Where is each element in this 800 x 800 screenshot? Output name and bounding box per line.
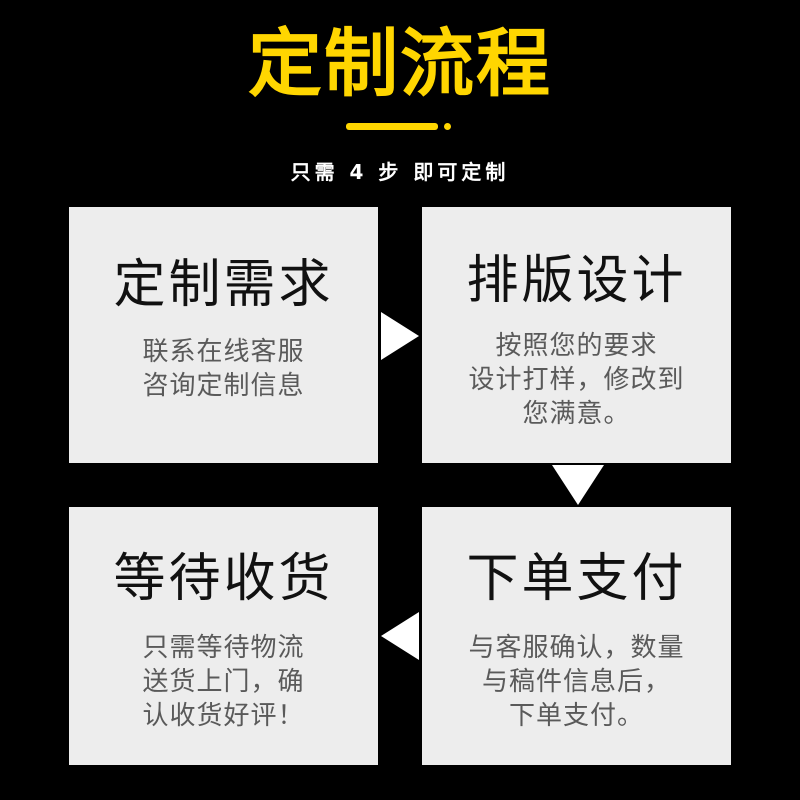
step-description-line: 送货上门，确 [142,667,305,697]
step-description-line: 联系在线客服 [142,337,305,367]
step-title: 排版设计 [466,251,687,311]
step-description-line: 设计打样，修改到 [468,365,685,395]
step-card-4: 下单支付 与客服确认，数量 与稿件信息后， 下单支付。 [422,507,731,765]
step-description-line: 只需等待物流 [142,633,305,663]
title-underline-dot [444,123,451,130]
step-description: 与客服确认，数量 与稿件信息后， 下单支付。 [422,631,731,733]
step-description-line: 认收货好评！ [142,701,305,731]
step-title: 定制需求 [113,255,334,315]
step-description-line: 下单支付。 [508,701,644,731]
step-description-line: 与客服确认，数量 [468,633,685,663]
arrow-down-icon [552,465,604,505]
step-description-line: 与稿件信息后， [481,667,671,697]
arrow-right-icon [381,312,419,360]
step-description: 只需等待物流 送货上门，确 认收货好评！ [69,631,378,733]
step-title: 下单支付 [466,549,687,609]
step-description: 按照您的要求 设计打样，修改到 您满意。 [422,329,731,431]
step-description-line: 咨询定制信息 [142,371,305,401]
page-subtitle: 只需 4 步 即可定制 [290,160,510,184]
step-card-2: 排版设计 按照您的要求 设计打样，修改到 您满意。 [422,207,731,463]
title-underline [346,123,438,130]
step-card-1: 定制需求 联系在线客服 咨询定制信息 [69,207,378,463]
step-description-line: 您满意。 [522,399,631,429]
arrow-left-icon [381,612,419,660]
page-title: 定制流程 [248,21,552,107]
step-card-3: 等待收货 只需等待物流 送货上门，确 认收货好评！ [69,507,378,765]
step-title: 等待收货 [113,549,334,609]
step-description-line: 按照您的要求 [495,331,658,361]
step-description: 联系在线客服 咨询定制信息 [69,335,378,403]
